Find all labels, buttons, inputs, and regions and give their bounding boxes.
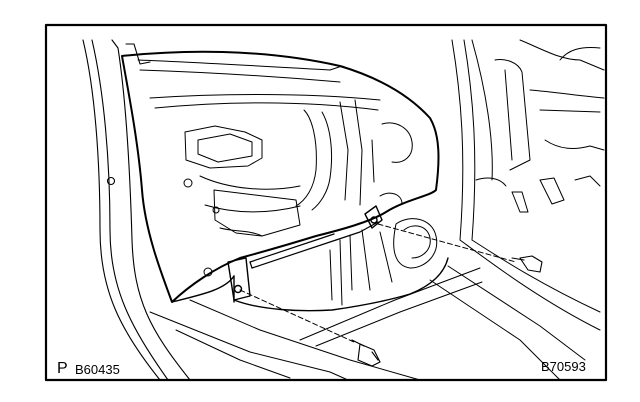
bolt-leader-lines <box>239 223 517 343</box>
bolt-right <box>511 255 543 273</box>
door-sill <box>149 265 586 381</box>
body-pillar-right <box>451 39 601 331</box>
figure-reference-left: B60435 <box>75 362 120 377</box>
bolt-lower <box>351 339 381 367</box>
figure-reference-right: B70593 <box>541 359 586 374</box>
door-inner-panel <box>183 99 438 306</box>
interior-background <box>494 39 605 213</box>
window-sash <box>137 59 381 111</box>
door-frame-left <box>82 39 191 381</box>
figure-frame <box>44 23 608 382</box>
door-trim-lower <box>171 205 449 312</box>
inside-handle-cable <box>249 221 379 269</box>
view-letter: P <box>57 360 68 377</box>
door-trim-board <box>121 50 440 303</box>
